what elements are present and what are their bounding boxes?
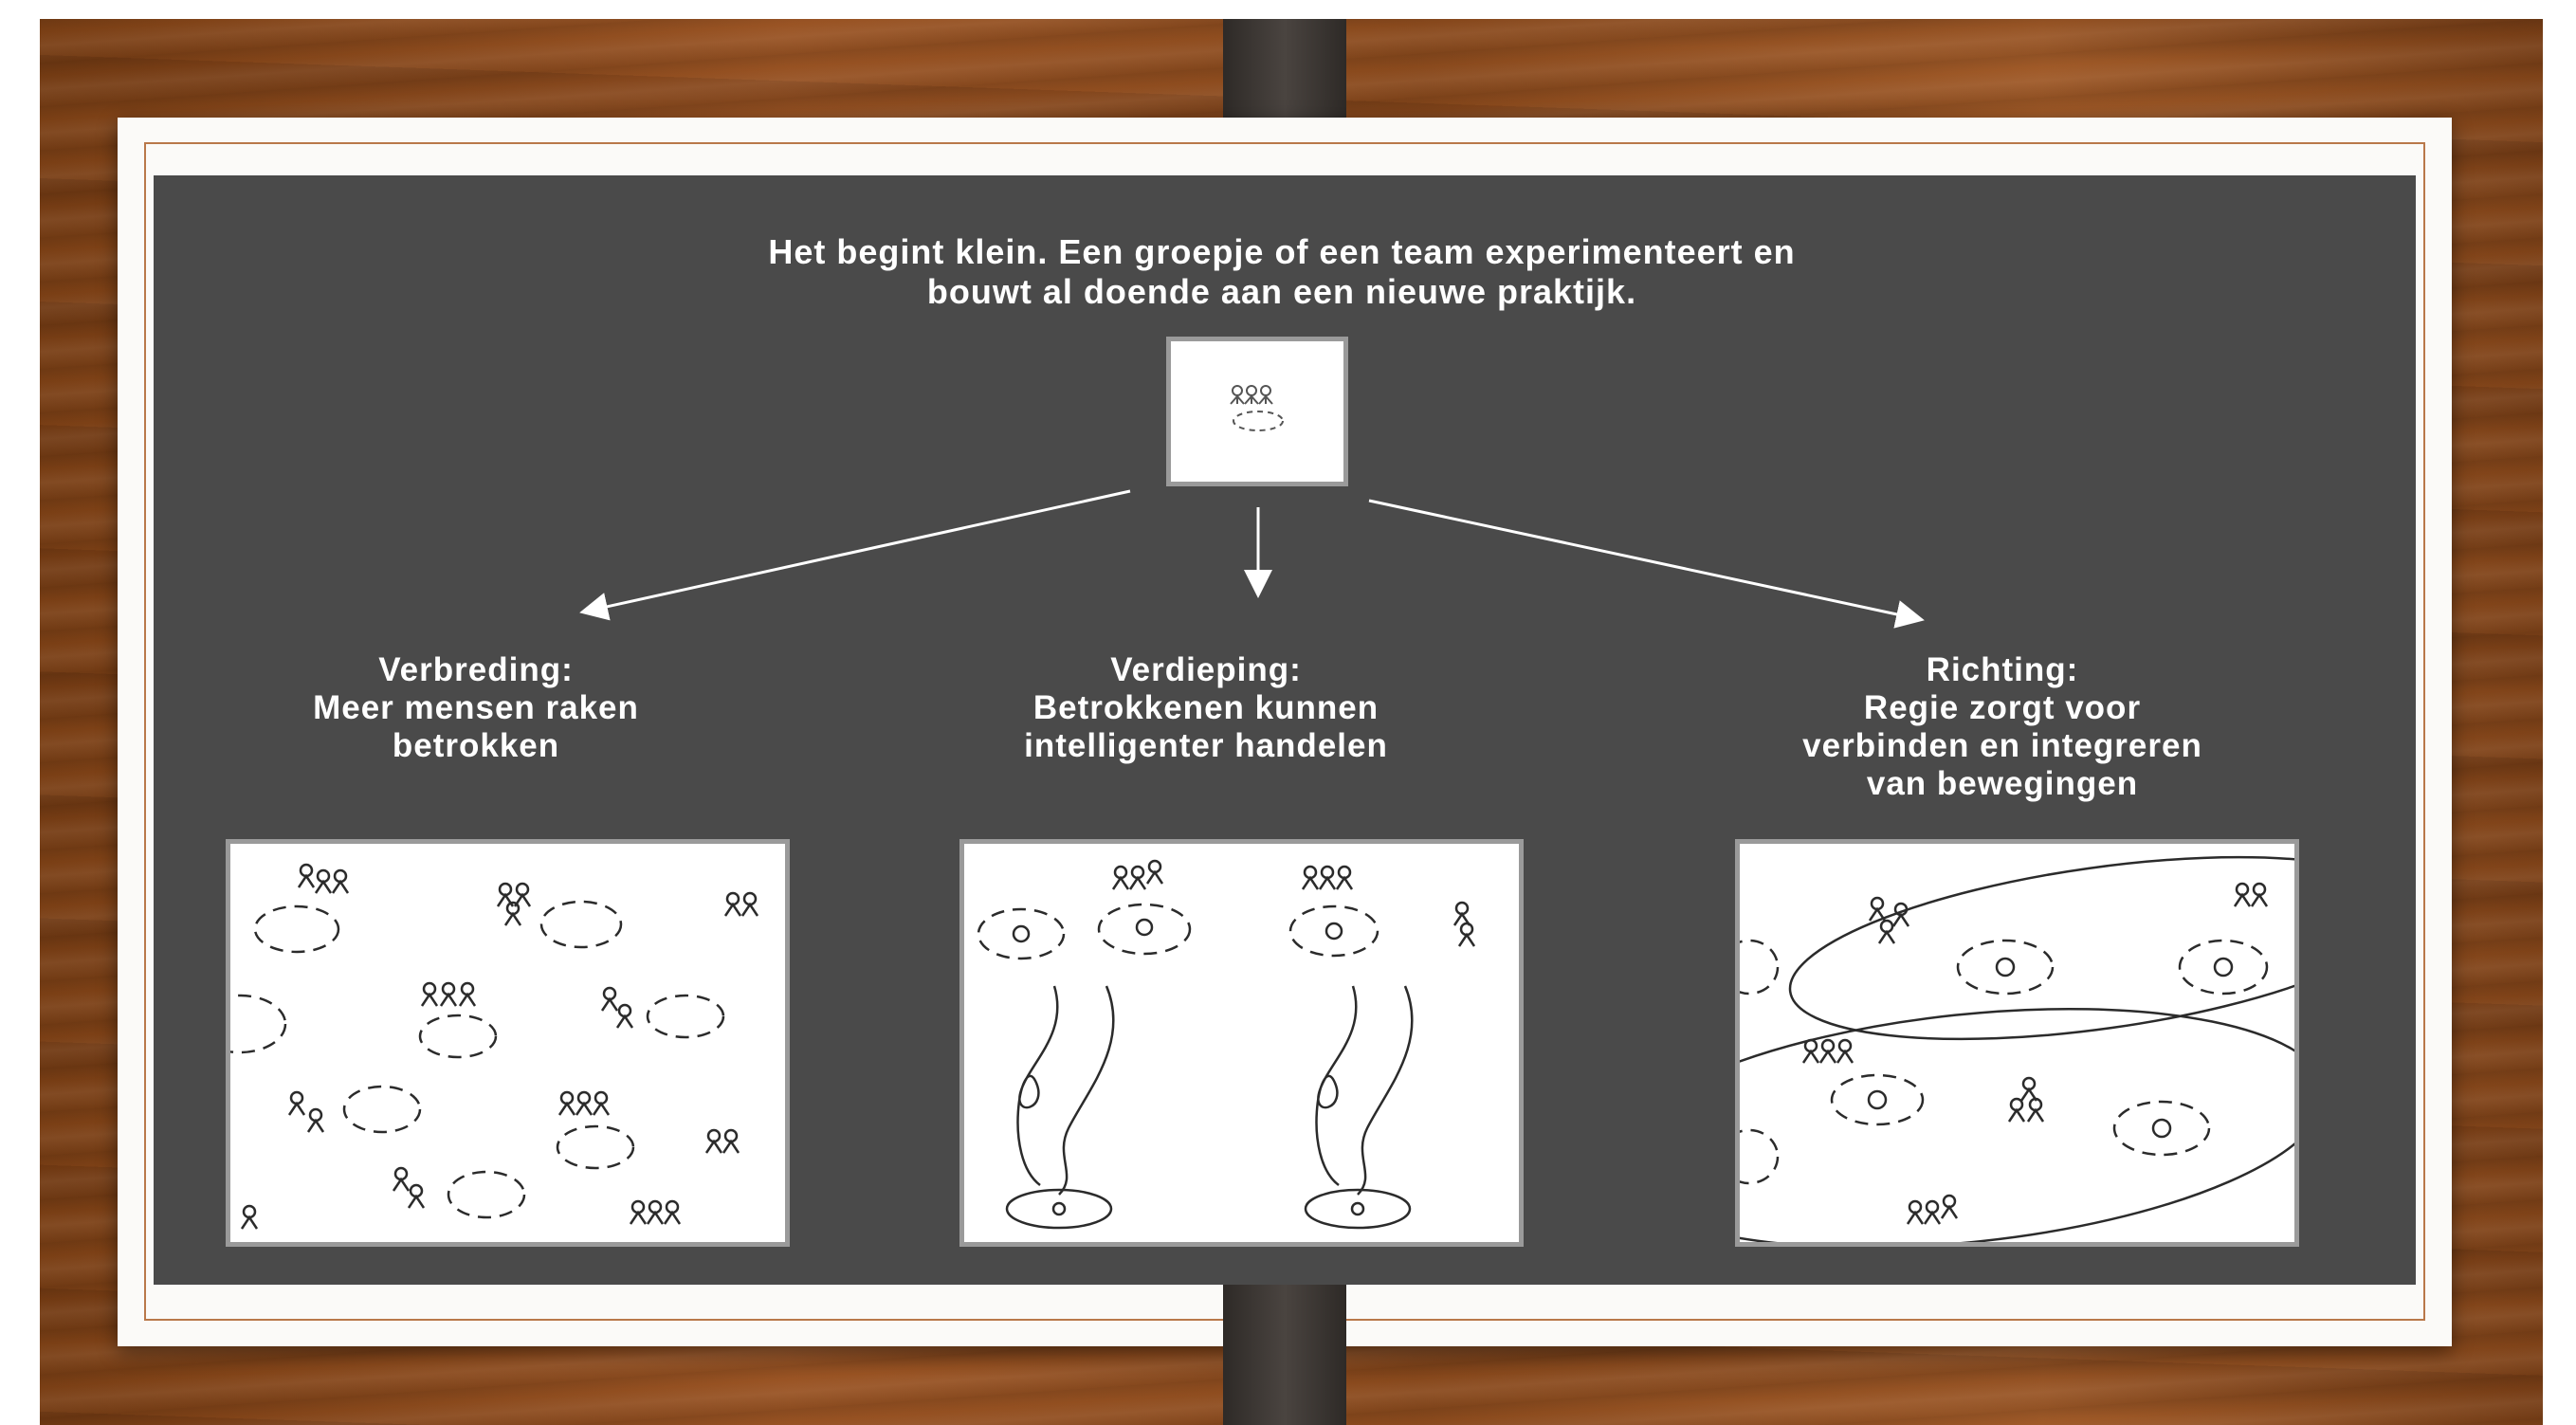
label-line: betrokken [392,727,560,764]
label-title: Richting: [1926,651,2079,688]
strap-bottom [1223,1285,1346,1425]
sketch-verdieping [959,839,1524,1247]
intro-text: Het begint klein. Een groepje of een tea… [685,232,1879,312]
label-line: verbinden en integreren [1802,727,2202,764]
diagram-panel: Het begint klein. Een groepje of een tea… [154,175,2416,1285]
arrow-left [579,489,1131,621]
sketch-richting [1735,839,2299,1247]
label-line: van bewegingen [1866,765,2139,802]
label-title: Verbreding: [378,651,574,688]
groups-connected-illustration [1740,855,2294,1242]
start-group-icon [1230,385,1284,431]
label-line: Betrokkenen kunnen [1032,689,1379,726]
sketch-verbreding [226,839,790,1247]
start-group-sketch [1166,337,1348,486]
label-verbreding: Verbreding: Meer mensen raken betrokken [192,651,760,765]
label-line: intelligenter handelen [1024,727,1388,764]
arrow-right [1368,499,1925,629]
intro-line-2: bouwt al doende aan een nieuwe praktijk. [926,272,1637,311]
branch-arrows [579,489,1925,629]
label-line: Meer mensen raken [313,689,639,726]
intro-line-1: Het begint klein. Een groepje of een tea… [768,232,1796,271]
label-verdieping: Verdieping: Betrokkenen kunnen intellige… [912,651,1500,765]
groups-spreading-illustration [230,863,759,1230]
label-line: Regie zorgt voor [1863,689,2142,726]
groups-deepening-illustration [977,859,1476,1230]
label-title: Verdieping: [1110,651,1302,688]
label-richting: Richting: Regie zorgt voor verbinden en … [1690,651,2315,803]
